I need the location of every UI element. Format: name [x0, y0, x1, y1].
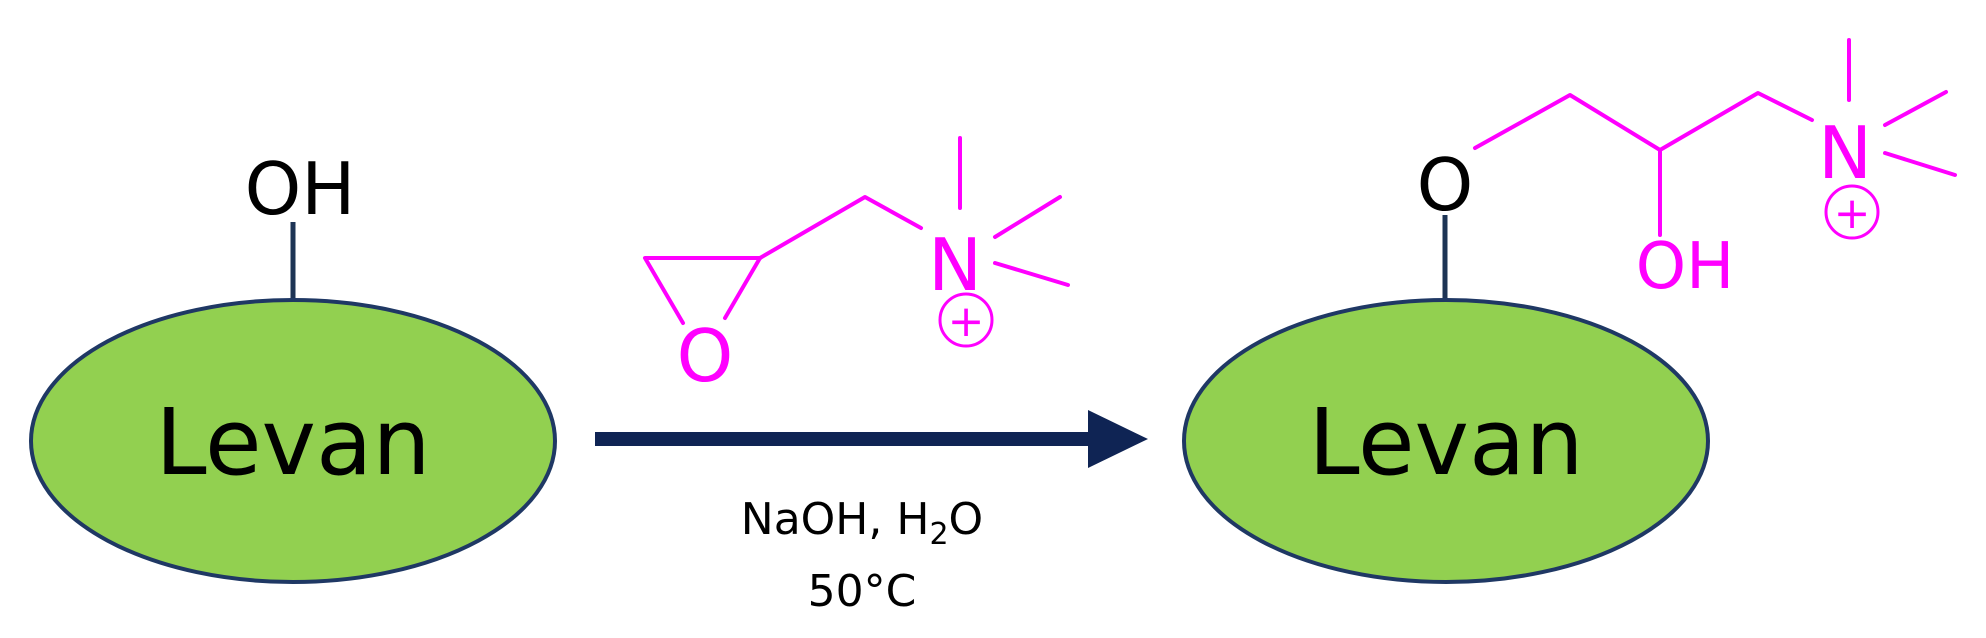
product-nitrogen-label: N	[1818, 111, 1872, 195]
reagent-methyl-3	[993, 261, 1070, 287]
reaction-arrow	[595, 410, 1148, 468]
reagent-nitrogen-label: N	[928, 223, 982, 307]
product-hydroxyl-label: OH	[1636, 230, 1735, 304]
conditions-temperature: 50°C	[808, 566, 917, 617]
reaction-conditions: NaOH, H2O 50°C	[741, 494, 983, 617]
conditions-line-1: NaOH, H2O	[741, 494, 983, 552]
epoxide-ring-bonds	[643, 256, 762, 325]
reactant-hydroxyl-label: OH	[245, 147, 356, 231]
conditions-suffix: O	[949, 494, 984, 545]
product-ether-oxygen-label: O	[1417, 143, 1474, 227]
conditions-reagents: NaOH, H	[741, 494, 930, 545]
product-levan-label: Levan	[1308, 389, 1583, 496]
product-charge-label: +	[1834, 188, 1871, 239]
product-charge-circle	[1824, 184, 1880, 240]
product: O Levan OH N +	[1182, 38, 1957, 584]
epoxide-bond-c-o	[723, 256, 762, 320]
product-methyl-2	[1883, 90, 1948, 127]
epoxide-oxygen-label: O	[677, 314, 734, 398]
product-methyl-3	[1883, 151, 1957, 177]
reactant: OH Levan	[29, 147, 557, 584]
product-chain-bonds	[1473, 91, 1814, 152]
reagent-charge-circle	[938, 292, 994, 348]
reagent-structure: O N +	[643, 136, 1070, 398]
product-levan-ellipse	[1182, 298, 1710, 584]
reactant-levan-ellipse	[29, 298, 557, 584]
arrow-head	[1088, 410, 1148, 468]
reagent-chain-bonds	[758, 195, 923, 260]
reagent-methyl-2	[993, 195, 1062, 239]
reagent-charge-label: +	[948, 296, 985, 347]
conditions-subscript: 2	[929, 517, 948, 552]
reactant-levan-label: Levan	[155, 389, 430, 496]
